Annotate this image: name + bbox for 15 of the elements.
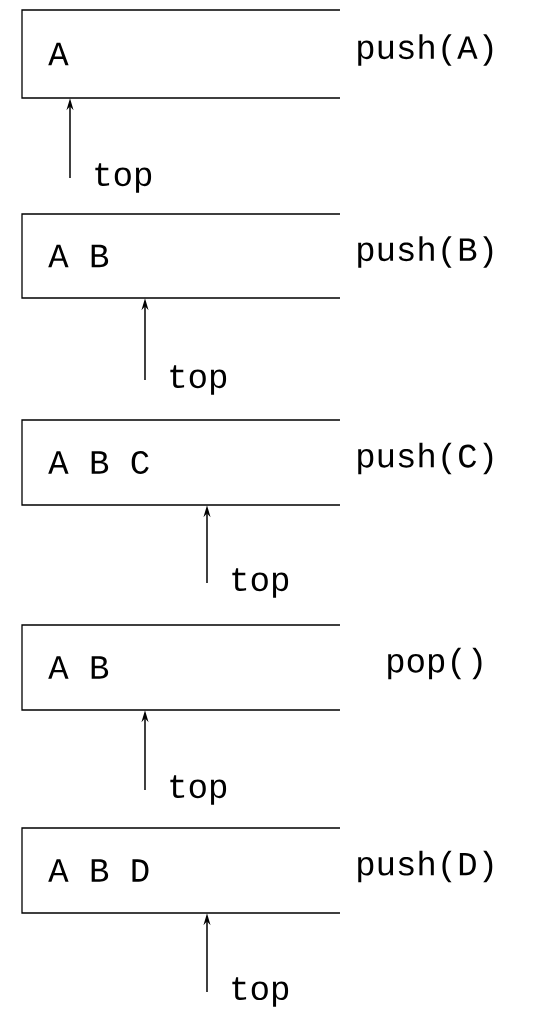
operation-label: pop() xyxy=(388,647,482,680)
stack-box: A B xyxy=(21,624,341,711)
stack-box: A xyxy=(21,9,341,99)
stack-box: A B D xyxy=(21,827,341,914)
pointer-label: top xyxy=(170,775,227,805)
operation-label: push(B) xyxy=(358,236,493,268)
pointer-label: top xyxy=(232,977,289,1007)
pointer-label: top xyxy=(95,163,152,193)
pointer-label: top xyxy=(232,568,289,598)
stack-box: A B xyxy=(21,213,341,299)
stack-box: A B C xyxy=(21,419,341,506)
operation-label: push(C) xyxy=(358,442,493,475)
operation-label: push(A) xyxy=(358,34,493,66)
operation-label: push(D) xyxy=(358,850,493,883)
pointer-label: top xyxy=(170,365,227,395)
